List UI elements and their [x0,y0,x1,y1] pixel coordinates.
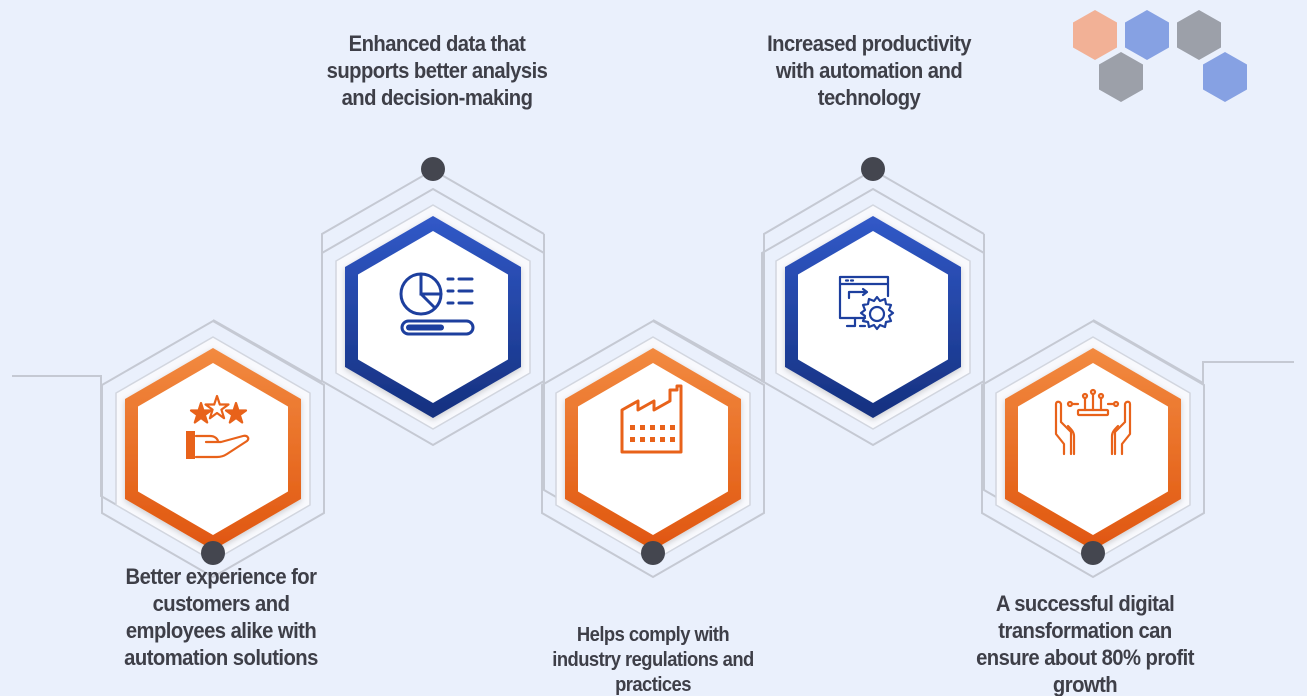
deco-hexagon-orange [1073,10,1117,60]
caption-compliance: Helps comply with industry regulations a… [552,624,754,696]
connector-3-4 [652,319,765,383]
step-3-hexagon [541,319,765,579]
step-4-hexagon [761,187,985,447]
hand-stars-icon [186,394,250,459]
caption-customer-experience: Better experience for customers and empl… [124,564,318,670]
caption-profit-growth: A successful digital transformation can … [976,591,1194,696]
decorative-hexagons [1073,10,1247,102]
dot-step-5 [1081,541,1105,565]
caption-productivity: Increased productivity with automation a… [767,31,971,110]
caption-enhanced-data: Enhanced data that supports better analy… [326,31,548,110]
pie-chart-report-icon [399,272,475,336]
dot-step-3 [641,541,665,565]
step-1-hexagon [101,319,325,579]
factory-icon [620,384,683,454]
step-2-hexagon [321,187,545,447]
deco-hexagon-blue-2 [1203,52,1247,102]
hands-circuit-icon [1054,388,1132,456]
connector-right-tail [1092,319,1294,385]
deco-hexagon-gray-2 [1099,52,1143,102]
step-5-hexagon [981,319,1205,579]
connector-dots [201,157,1105,565]
dot-step-2 [421,157,445,181]
deco-hexagon-gray [1177,10,1221,60]
dot-step-1 [201,541,225,565]
monitor-gear-icon [838,275,895,331]
dot-step-4 [861,157,885,181]
connector-4-top [763,168,985,382]
deco-hexagon-blue [1125,10,1169,60]
